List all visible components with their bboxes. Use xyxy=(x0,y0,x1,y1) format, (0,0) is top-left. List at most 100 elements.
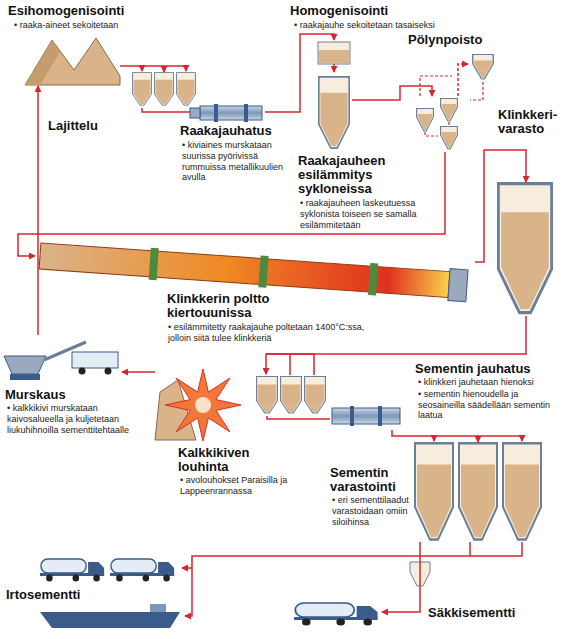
step-text: • raakajauheen laskeutuessa syklonista t… xyxy=(300,198,438,230)
process-step: Esihomogenisointi• raaka-aineet sekoitet… xyxy=(25,36,120,86)
step-text: • eri sementtilaadut varastoidaan omiin … xyxy=(332,495,410,527)
step-heading: Raakajauheen esilämmitys sykloneissa xyxy=(298,154,440,196)
cyclone-link xyxy=(425,122,449,136)
clinker-silo xyxy=(498,184,551,313)
mill-ring xyxy=(214,104,218,122)
step-text: • kiviaines murskataan suurissa pyörivis… xyxy=(182,140,294,183)
blast-core xyxy=(195,397,211,413)
flow-arrow xyxy=(352,86,432,100)
process-step: Kalkkikiven louhinta• avolouhokset Parai… xyxy=(155,368,250,442)
mill-ring xyxy=(350,406,354,426)
mill-drum xyxy=(200,106,262,120)
crusher-base xyxy=(10,374,40,380)
silo xyxy=(415,443,453,539)
kiln-hood xyxy=(448,269,468,302)
cyclone xyxy=(441,127,458,150)
silo xyxy=(257,376,278,413)
silo xyxy=(459,443,497,539)
step-text: • esilämmitetty raakajauhe poltetaan 140… xyxy=(168,322,383,344)
feed-line xyxy=(267,416,330,419)
silo xyxy=(177,72,196,105)
blast-star xyxy=(165,369,241,441)
silo xyxy=(133,72,152,105)
pile-shape xyxy=(25,38,120,85)
ship-deck xyxy=(150,604,166,612)
silo xyxy=(503,443,541,539)
cement-silos xyxy=(415,436,541,556)
flow-arrow xyxy=(182,542,470,568)
silo xyxy=(319,77,349,148)
flow-arrow xyxy=(122,371,155,373)
step-heading: Raakajauhatus xyxy=(180,124,300,138)
quarry-blast xyxy=(155,369,241,441)
homogenizing-silo xyxy=(318,42,350,148)
step-heading: Murskaus xyxy=(5,388,135,402)
process-step: Homogenisointi• raakajauhe sekoitetaan t… xyxy=(316,40,352,152)
step-text: • raakajauhe sekoitetaan tasaiseksi xyxy=(294,20,474,31)
flow-arrow xyxy=(475,150,526,262)
feed-arrow xyxy=(266,354,314,375)
mill-ring xyxy=(244,104,248,122)
process-step: Säkkisementti xyxy=(292,598,382,628)
feed-arrow xyxy=(478,436,522,441)
raw-material-pile xyxy=(25,38,120,85)
step-text: • avolouhokset Paraisilla ja Lappeenrann… xyxy=(180,475,330,497)
mill-ring xyxy=(378,406,382,426)
silo xyxy=(281,376,302,413)
process-step: Raakajauheen esilämmitys sykloneissa• ra… xyxy=(412,96,470,152)
step-heading: Säkkisementti xyxy=(428,606,538,620)
dust-removal xyxy=(420,55,493,100)
step-heading: Pölynpoisto xyxy=(408,33,508,47)
step-text: • klinkkeri jauhetaan hienoksi xyxy=(418,377,564,388)
edge-label: Lajittelu xyxy=(46,118,100,134)
tanker-truck xyxy=(40,559,104,582)
kiln-ring xyxy=(258,255,268,287)
tanker-truck xyxy=(110,559,174,582)
flow-arrow xyxy=(265,34,334,112)
flow-arrow xyxy=(458,64,468,96)
process-step: Klinkkeri- varasto xyxy=(497,182,553,316)
bag-truck xyxy=(294,603,378,626)
bin xyxy=(318,42,350,64)
silo xyxy=(155,72,174,105)
step-heading: Klinkkeri- varasto xyxy=(498,108,564,136)
mill-drum xyxy=(332,408,400,424)
drop-line xyxy=(470,542,522,556)
cyclone-tower xyxy=(417,99,458,150)
process-step: Sementin varastointi• eri sementtilaadut… xyxy=(410,442,546,542)
process-step: Raakajauhatus• kiviaines murskataan suur… xyxy=(130,72,265,122)
pile-shape xyxy=(25,40,60,85)
process-step: Klinkkerin poltto kiertouunissa• esilämm… xyxy=(35,240,475,302)
feed-arrow xyxy=(185,568,192,616)
process-step: Sementin jauhatus• klinkkeri jauhetaan h… xyxy=(252,374,402,430)
mill-motor xyxy=(190,108,200,118)
step-heading: Klinkkerin poltto kiertouunissa xyxy=(167,292,337,320)
flow-arrow xyxy=(120,66,164,72)
step-heading: Esihomogenisointi xyxy=(8,4,178,18)
step-text: • kalkkikivi murskataan kaivosalueella j… xyxy=(7,403,142,435)
silo xyxy=(305,376,326,413)
process-step: Irtosementti xyxy=(30,552,182,630)
step-text: • raaka-aineet sekoitetaan xyxy=(14,20,164,31)
step-heading: Sementin jauhatus xyxy=(415,362,565,376)
wheel xyxy=(79,368,86,375)
crusher xyxy=(4,342,118,380)
process-step: Murskaus• kalkkikivi murskataan kaivosal… xyxy=(2,335,122,383)
bin-fill xyxy=(319,50,349,63)
dust-line xyxy=(420,76,483,100)
flow-arrow xyxy=(392,430,478,442)
cyclone xyxy=(441,99,458,122)
wheel xyxy=(105,368,112,375)
step-heading: Kalkkikiven louhinta xyxy=(178,446,288,474)
kiln-ring xyxy=(149,248,159,280)
raw-mill xyxy=(133,66,263,122)
feed-line xyxy=(333,64,335,72)
cement-mill xyxy=(257,354,400,426)
kiln-tube xyxy=(39,243,450,298)
process-step: Pölynpoisto xyxy=(468,50,498,82)
dust-cyclone xyxy=(473,55,494,79)
flow-arrow xyxy=(382,542,420,612)
